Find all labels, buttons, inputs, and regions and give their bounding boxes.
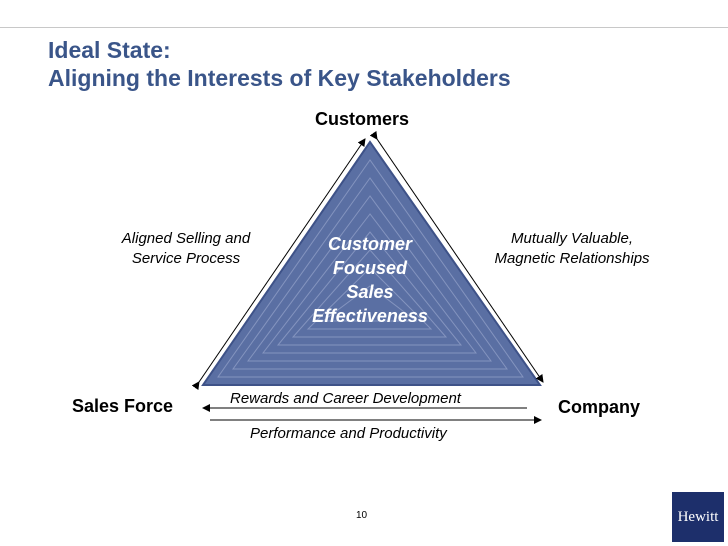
title-line-1: Ideal State: — [48, 37, 171, 63]
header-rule — [0, 27, 728, 28]
vertex-sales-force: Sales Force — [72, 396, 174, 416]
right-side-label: Mutually Valuable, Magnetic Relationship… — [494, 230, 650, 267]
right-side-arrow — [369, 130, 544, 383]
center-label: Customer Focused Sales Effectiveness — [312, 234, 428, 326]
hewitt-logo: Hewitt — [672, 492, 724, 542]
slide-title: Ideal State: Aligning the Interests of K… — [48, 36, 511, 92]
bottom-lower-label: Performance and Productivity — [250, 425, 447, 442]
left-side-label: Aligned Selling and Service Process — [121, 230, 251, 267]
vertex-customers: Customers — [315, 109, 410, 129]
left-side-arrow — [191, 138, 366, 391]
title-line-2: Aligning the Interests of Key Stakeholde… — [48, 65, 511, 91]
page-number: 10 — [356, 510, 368, 521]
vertex-company: Company — [558, 397, 641, 417]
bottom-upper-label: Rewards and Career Development — [230, 390, 461, 407]
